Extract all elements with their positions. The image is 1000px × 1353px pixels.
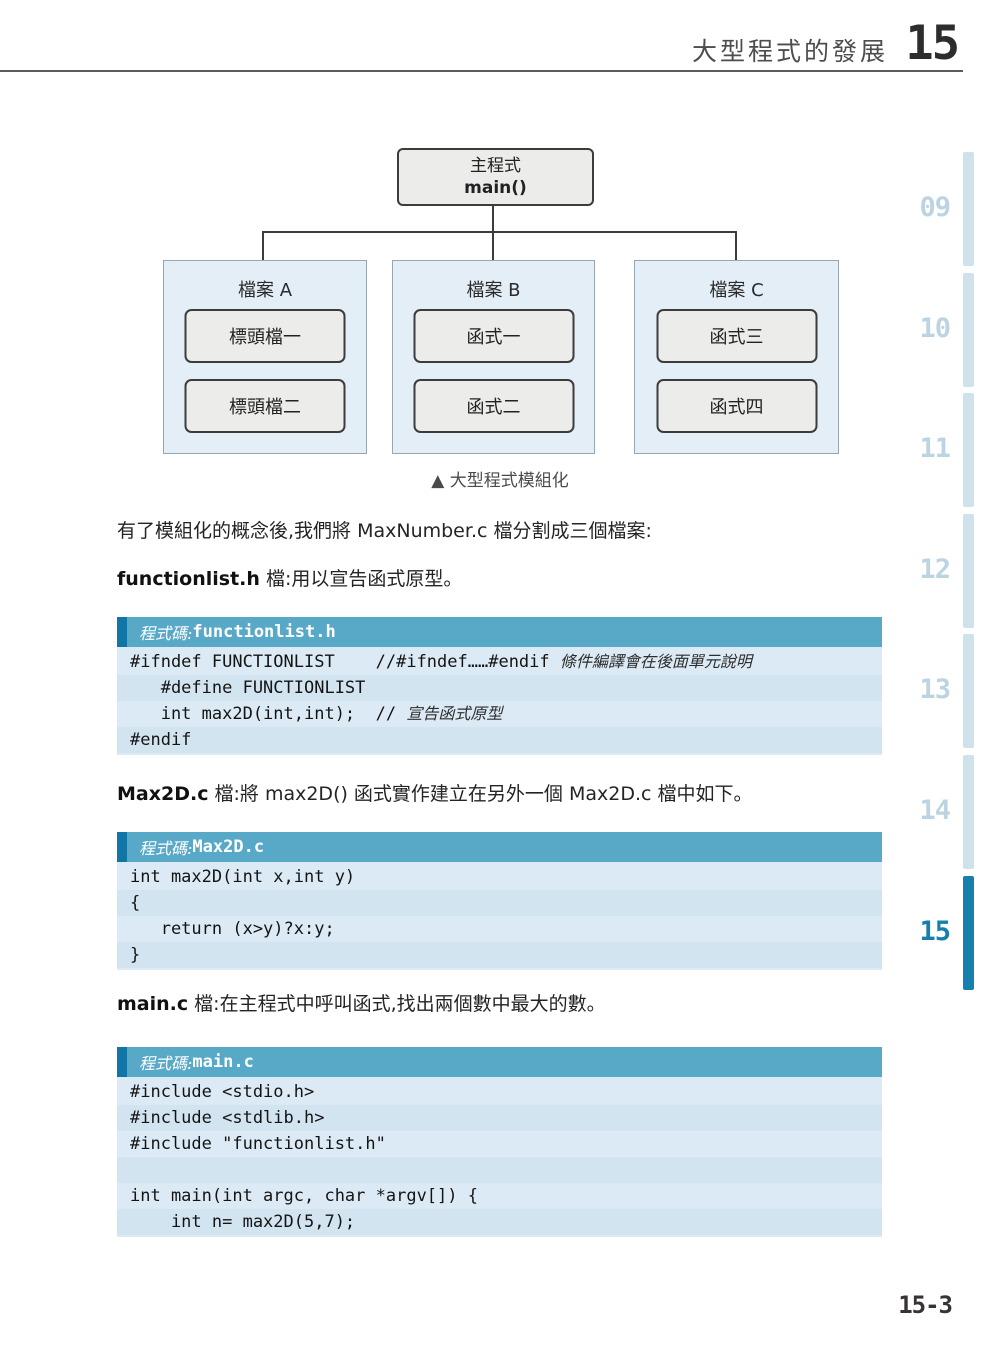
code-line: int max2D(int,int); // 宣告函式原型 bbox=[117, 701, 882, 727]
code-header-filename: Max2D.c bbox=[192, 837, 265, 857]
connector-file-a bbox=[262, 232, 264, 260]
file-b-box: 檔案 B 函式一 函式二 bbox=[392, 260, 595, 454]
file-a-box: 檔案 A 標頭檔一 標頭檔二 bbox=[163, 260, 367, 454]
functionlist-paragraph: functionlist.h 檔:用以宣告函式原型。 bbox=[117, 567, 897, 592]
code-text: #include <stdio.h> bbox=[130, 1082, 315, 1102]
code-text: } bbox=[130, 945, 141, 965]
intro-paragraph: 有了模組化的概念後,我們將 MaxNumber.c 檔分割成三個檔案: bbox=[117, 519, 897, 544]
code-header-label: 程式碼: bbox=[139, 1054, 193, 1073]
mainc-bold: main.c bbox=[117, 993, 189, 1015]
code-text: int max2D(int,int); // bbox=[130, 704, 407, 724]
code-text: #endif bbox=[130, 730, 192, 750]
code-line: #include "functionlist.h" bbox=[117, 1131, 882, 1157]
chapter-title: 大型程式的發展 bbox=[691, 37, 888, 66]
code-text: #include <stdlib.h> bbox=[130, 1108, 325, 1128]
code-line: { bbox=[117, 890, 882, 916]
functionlist-text: 檔:用以宣告函式原型。 bbox=[259, 568, 463, 590]
code-body: #ifndef FUNCTIONLIST //#ifndef……#endif 條… bbox=[117, 647, 882, 755]
code-header: 程式碼: Max2D.c bbox=[117, 832, 882, 862]
code-text: { bbox=[130, 893, 141, 913]
code-text: #ifndef FUNCTIONLIST //#ifndef……#endif bbox=[130, 652, 560, 672]
code-text: return (x>y)?x:y; bbox=[130, 919, 335, 939]
code-block-main-c: 程式碼: main.c #include <stdio.h>#include <… bbox=[117, 1047, 882, 1237]
code-header: 程式碼: main.c bbox=[117, 1047, 882, 1077]
chapter-number: 15 bbox=[905, 16, 960, 71]
file-c-title: 檔案 C bbox=[709, 280, 764, 301]
header-rule bbox=[0, 70, 963, 72]
code-comment-chinese: 條件編譯會在後面單元說明 bbox=[559, 652, 752, 671]
chapter-tab-bar-10 bbox=[963, 272, 974, 387]
code-header-accent-bar bbox=[117, 832, 127, 862]
file-a-title: 檔案 A bbox=[237, 280, 293, 301]
connector-file-b bbox=[492, 232, 494, 260]
code-block-functionlist-h: 程式碼: functionlist.h #ifndef FUNCTIONLIST… bbox=[117, 617, 882, 755]
diagram-caption: ▲ 大型程式模組化 bbox=[431, 471, 569, 491]
chapter-tab-label-10: 10 bbox=[919, 312, 951, 344]
max2d-paragraph: Max2D.c 檔:將 max2D() 函式實作建立在另外一個 Max2D.c … bbox=[117, 782, 897, 807]
header-file-1-box: 標頭檔一 bbox=[184, 309, 346, 363]
mainc-text: 檔:在主程式中呼叫函式,找出兩個數中最大的數。 bbox=[188, 993, 606, 1015]
code-block-max2d-c: 程式碼: Max2D.c int max2D(int x,int y) { ret… bbox=[117, 832, 882, 970]
chapter-tab-bar-15 bbox=[963, 875, 974, 990]
chapter-tab-label-09: 09 bbox=[919, 192, 951, 223]
code-line bbox=[117, 1157, 882, 1183]
chapter-tab-label-11: 11 bbox=[919, 433, 951, 465]
code-text: int main(int argc, char *argv[]) { bbox=[130, 1186, 478, 1206]
code-body: int max2D(int x,int y) { return (x>y)?x:y… bbox=[117, 862, 882, 970]
code-comment-chinese: 宣告函式原型 bbox=[406, 704, 503, 723]
code-line: int n= max2D(5,7); bbox=[117, 1209, 882, 1235]
main-box-title: 主程式 bbox=[470, 155, 521, 176]
chapter-tab-label-13: 13 bbox=[919, 674, 951, 706]
chapter-tab-bar-13 bbox=[963, 634, 974, 749]
header-file-2-box: 標頭檔二 bbox=[184, 379, 346, 433]
max2d-bold: Max2D.c bbox=[117, 783, 209, 805]
code-line: #ifndef FUNCTIONLIST //#ifndef……#endif 條… bbox=[117, 649, 882, 675]
max2d-text: 檔:將 max2D() 函式實作建立在另外一個 Max2D.c 檔中如下。 bbox=[208, 783, 753, 805]
chapter-tab-label-14: 14 bbox=[919, 795, 951, 826]
chapter-tab-bar-09 bbox=[963, 152, 974, 266]
code-text: #define FUNCTIONLIST bbox=[130, 678, 366, 698]
file-c-box: 檔案 C 函式三 函式四 bbox=[634, 260, 839, 454]
intro-text: 有了模組化的概念後,我們將 MaxNumber.c 檔分割成三個檔案: bbox=[117, 520, 652, 542]
code-header-label: 程式碼: bbox=[139, 624, 193, 643]
code-line: int main(int argc, char *argv[]) { bbox=[117, 1183, 882, 1209]
code-header-label: 程式碼: bbox=[139, 839, 193, 858]
chapter-tab-label-15: 15 bbox=[919, 915, 951, 947]
code-header: 程式碼: functionlist.h bbox=[117, 617, 882, 647]
code-body: #include <stdio.h> #include <stdlib.h> #in… bbox=[117, 1077, 882, 1237]
code-text: #include "functionlist.h" bbox=[130, 1134, 386, 1154]
code-line: int max2D(int x,int y) bbox=[117, 864, 882, 890]
functionlist-bold: functionlist.h bbox=[117, 568, 260, 590]
code-line: #define FUNCTIONLIST bbox=[117, 675, 882, 701]
code-header-filename: functionlist.h bbox=[192, 622, 336, 642]
function-1-box: 函式一 bbox=[413, 309, 574, 363]
main-program-box: 主程式 main() bbox=[397, 148, 594, 206]
code-header-accent-bar bbox=[117, 617, 127, 647]
connector-horizontal bbox=[262, 231, 737, 233]
code-line: } bbox=[117, 942, 882, 968]
code-line: return (x>y)?x:y; bbox=[117, 916, 882, 942]
chapter-tab-label-12: 12 bbox=[919, 553, 951, 585]
module-diagram: 主程式 main() 檔案 A 標頭檔一 標頭檔二 檔案 B 函式一 函式二 檔… bbox=[0, 140, 1000, 500]
file-b-title: 檔案 B bbox=[466, 280, 521, 301]
chapter-tab-bar-12 bbox=[963, 513, 974, 628]
code-line: #endif bbox=[117, 727, 882, 753]
connector-file-c bbox=[735, 232, 737, 260]
code-text: int max2D(int x,int y) bbox=[130, 867, 356, 887]
function-2-box: 函式二 bbox=[413, 379, 574, 433]
chapter-tab-bar-11 bbox=[963, 393, 974, 508]
page-number: 15-3 bbox=[898, 1291, 953, 1319]
mainc-paragraph: main.c 檔:在主程式中呼叫函式,找出兩個數中最大的數。 bbox=[117, 992, 897, 1017]
function-3-box: 函式三 bbox=[656, 309, 817, 363]
connector-main-vertical bbox=[492, 204, 494, 232]
code-header-accent-bar bbox=[117, 1047, 127, 1077]
code-header-filename: main.c bbox=[192, 1052, 254, 1072]
function-4-box: 函式四 bbox=[656, 379, 817, 433]
chapter-tab-bar-14 bbox=[963, 755, 974, 869]
code-text: int n= max2D(5,7); bbox=[130, 1212, 356, 1232]
code-line: #include <stdlib.h> bbox=[117, 1105, 882, 1131]
code-line: #include <stdio.h> bbox=[117, 1079, 882, 1105]
main-box-function: main() bbox=[464, 178, 527, 198]
